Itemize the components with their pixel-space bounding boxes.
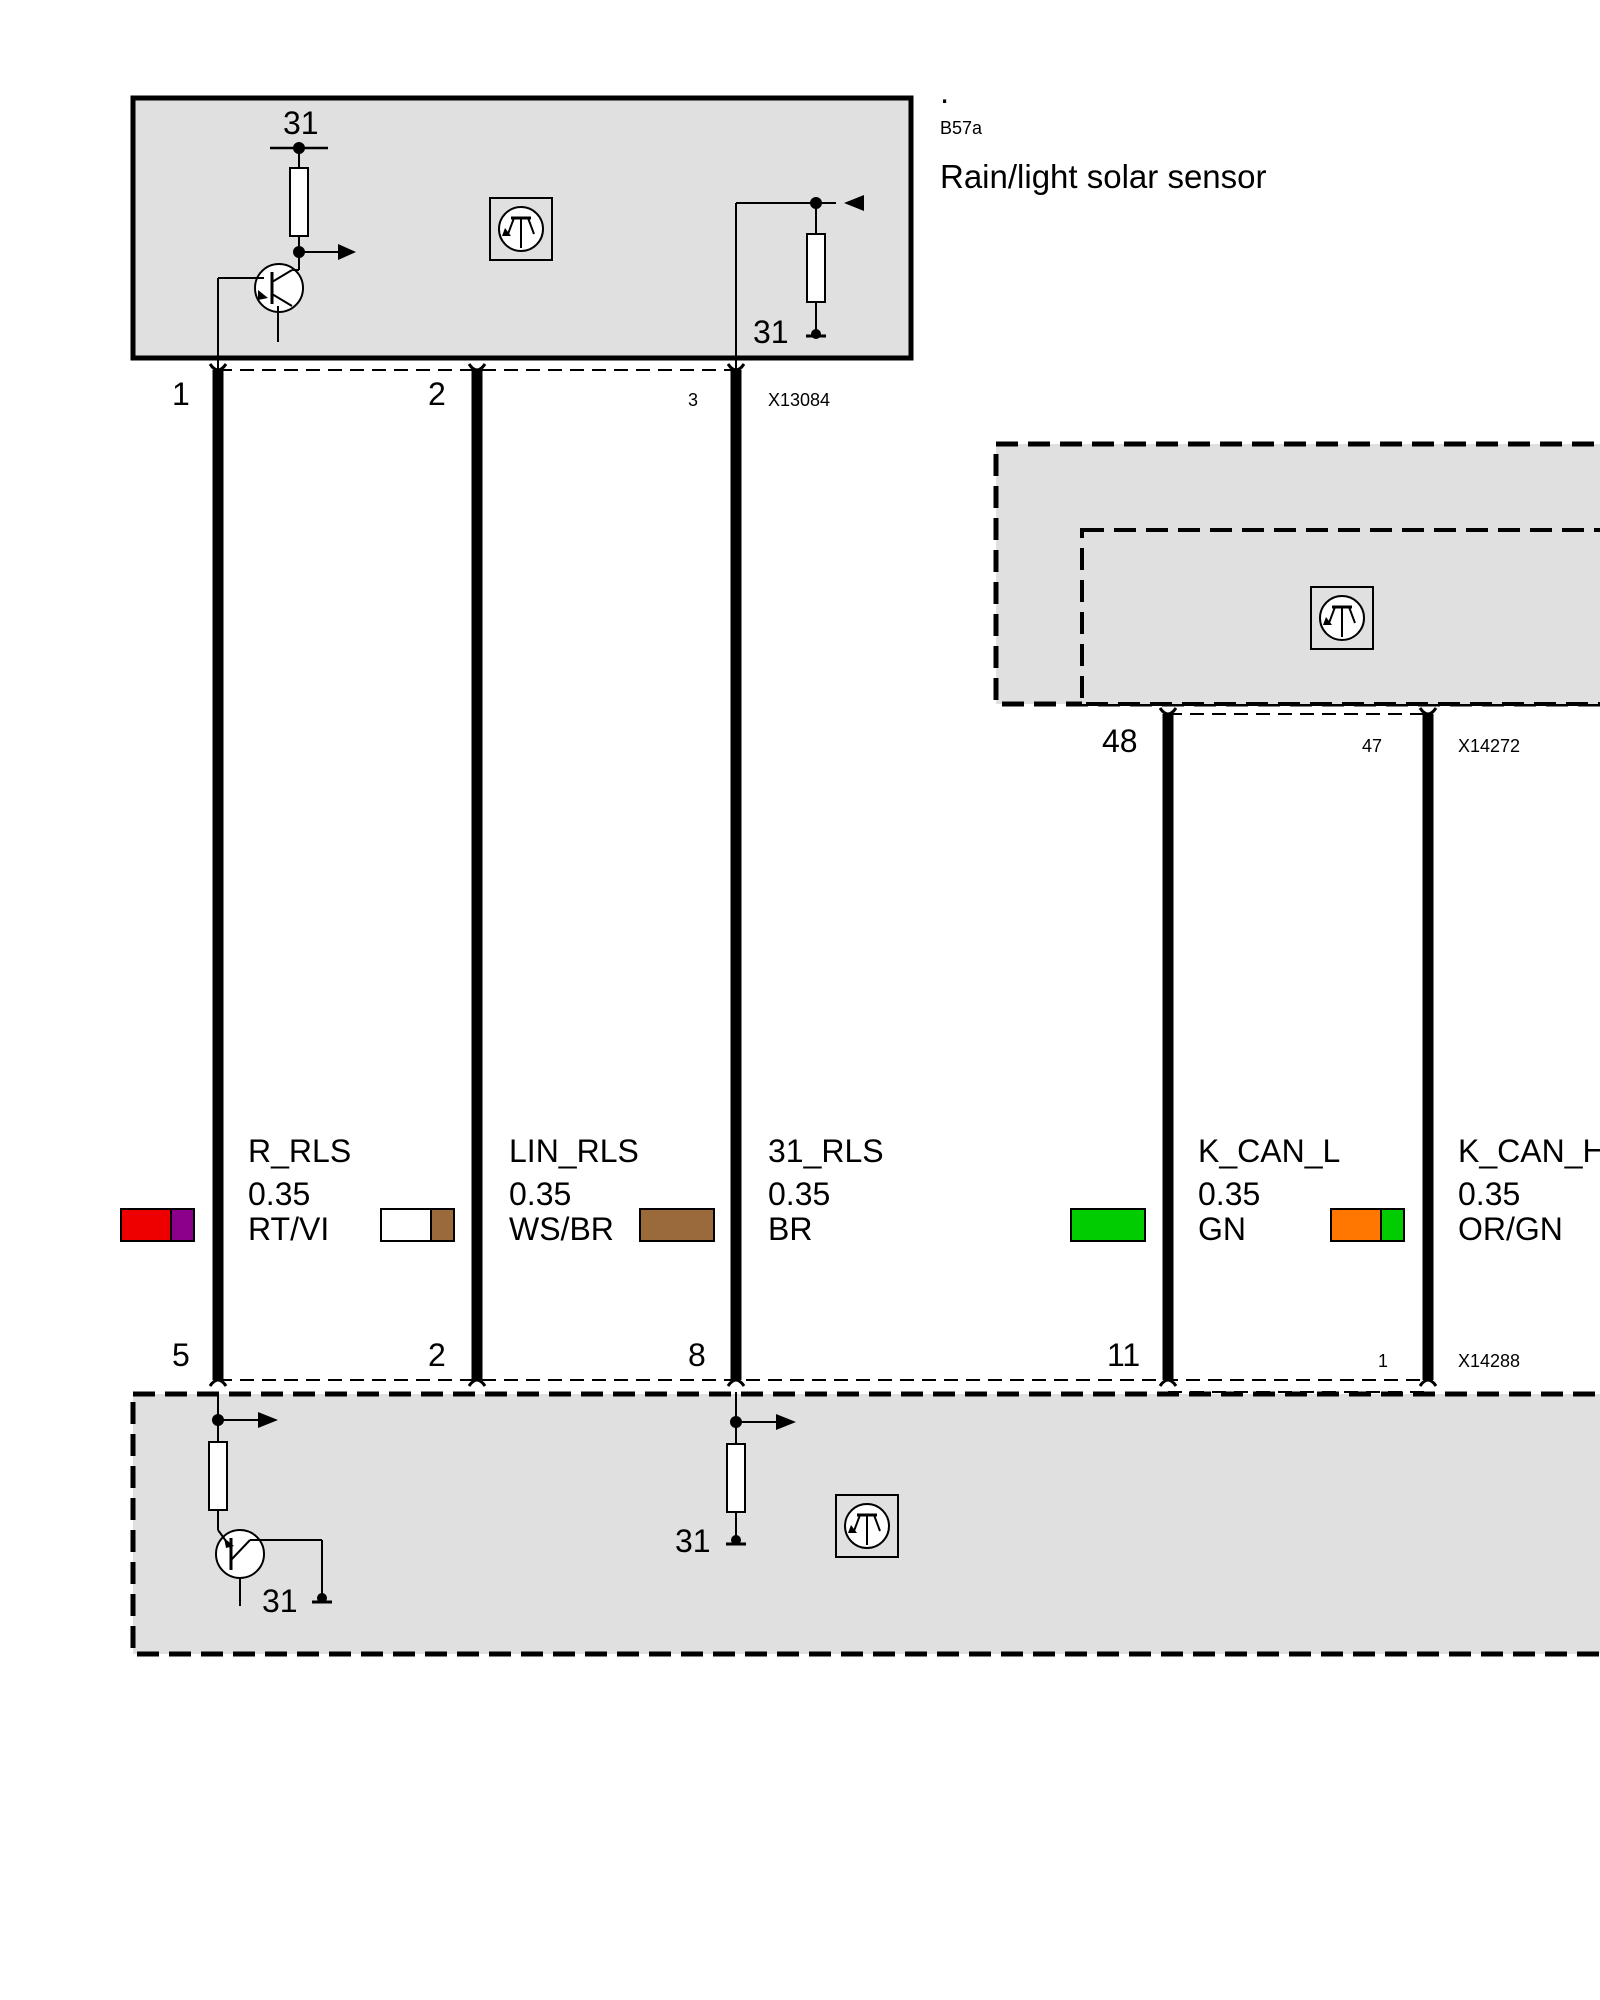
connector-x13084-pin-1: 1 [172,376,190,412]
wire-label-31-rls: 31_RLS 0.35 BR [768,1133,884,1247]
wire-label-r-rls: R_RLS 0.35 RT/VI [248,1133,351,1247]
sensor-transistor-symbol [217,263,304,370]
connector-x13084-id: X13084 [768,390,830,410]
connector-x14288-pins [208,1378,1438,1387]
connector-x14272-pin-48: 48 [1102,723,1138,759]
wire-size: 0.35 [248,1176,310,1212]
wire-name: R_RLS [248,1133,351,1169]
connector-x14272-id: X14272 [1458,736,1520,756]
connector-x14288-id: X14288 [1458,1351,1520,1371]
wire-label-k-can-h: K_CAN_H 0.35 OR/GN [1458,1133,1600,1247]
sensor-ground-label: 31 [753,314,789,350]
bottom-input-circuit [208,1392,332,1606]
wire-name: K_CAN_L [1198,1133,1340,1169]
wire-size: 0.35 [509,1176,571,1212]
connector-x14288-pin-8: 8 [688,1337,706,1373]
wire-label-k-can-l: K_CAN_L 0.35 GN [1198,1133,1340,1247]
wire-color-code: BR [768,1211,812,1247]
wire-size: 0.35 [768,1176,830,1212]
wire-name: LIN_RLS [509,1133,639,1169]
wire-swatch-gn [1070,1208,1146,1242]
bottom-ground-label-left: 31 [262,1583,298,1619]
bottom-ground-circuit [726,1392,796,1546]
wire-swatch-rt-vi [120,1208,195,1242]
connector-x13084-pin-2: 2 [428,376,446,412]
wire-label-lin-rls: LIN_RLS 0.35 WS/BR [509,1133,639,1247]
connector-x14288-pin-2: 2 [428,1337,446,1373]
wire-color-code: RT/VI [248,1211,329,1247]
connector-x14288-pin-11: 11 [1107,1337,1140,1373]
sensor-code: B57a [940,118,983,138]
sensor-dot: . [940,73,949,110]
wire-color-code: WS/BR [509,1211,614,1247]
wire-swatch-br [639,1208,715,1242]
sensor-electronic-icon [489,197,553,261]
connector-x14272-pin-47: 47 [1362,736,1382,756]
connector-x14288-pin-5: 5 [172,1337,190,1373]
wire-size: 0.35 [1458,1176,1520,1212]
wire-color-code: GN [1198,1211,1246,1247]
sensor-ground-circuit [735,195,864,370]
bottom-module-electronic-icon [835,1494,899,1558]
wire-size: 0.35 [1198,1176,1260,1212]
connector-x13084-pin-3: 3 [688,390,698,410]
wire-color-code: OR/GN [1458,1211,1563,1247]
wire-name: K_CAN_H [1458,1133,1600,1169]
right-module[interactable] [993,441,1600,707]
sensor-supply-circuit [270,142,356,270]
wire-swatch-ws-br [380,1208,455,1242]
sensor-supply-label: 31 [283,105,319,141]
wire-name: 31_RLS [768,1133,884,1169]
right-module-electronic-icon [1310,586,1374,650]
wire-swatch-or-gn [1330,1208,1405,1242]
connector-x14288-pin-1: 1 [1378,1351,1388,1371]
sensor-name: Rain/light solar sensor [940,158,1267,195]
bottom-ground-label-mid: 31 [675,1523,711,1559]
